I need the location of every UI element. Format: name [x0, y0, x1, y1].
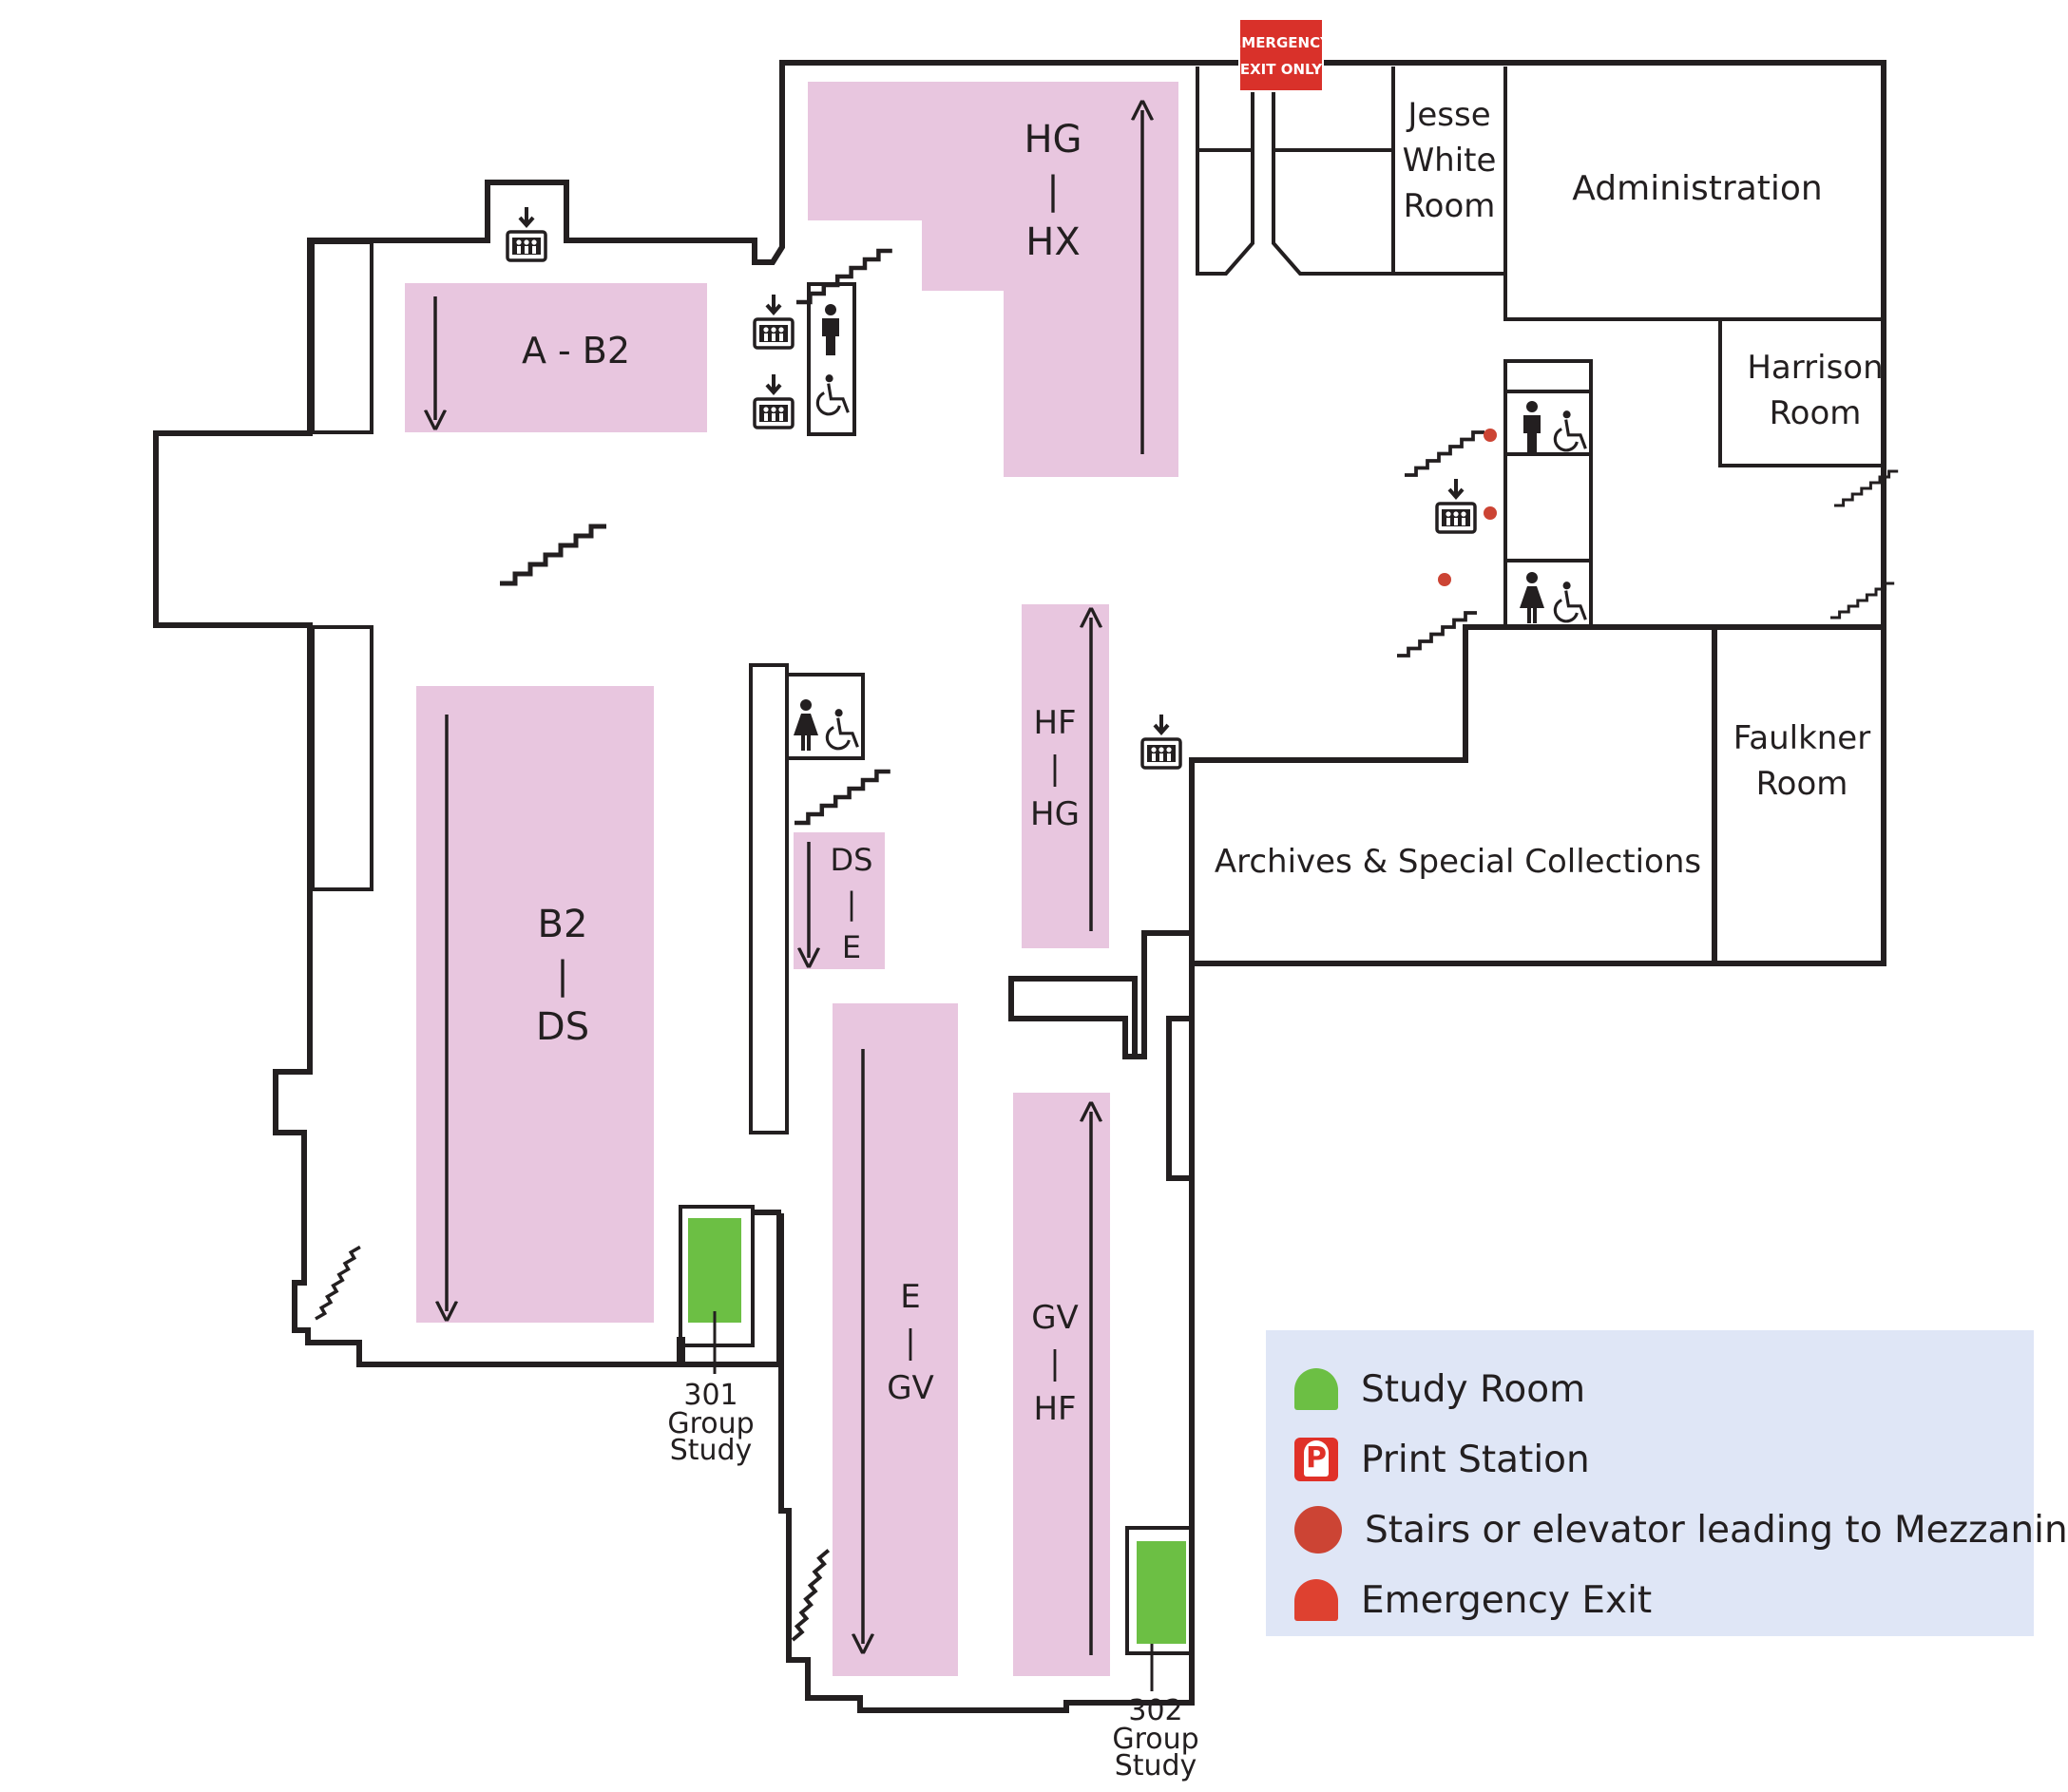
stairs-icon — [294, 1245, 382, 1321]
room-jesse-white-line1[interactable]: Jesse — [1406, 96, 1490, 134]
stack-label-hf-hg-bar: | — [1049, 750, 1060, 788]
room-harrison-line1[interactable]: Harrison — [1747, 349, 1883, 387]
study-301-line3: Study — [670, 1434, 753, 1467]
study-rooms: 301 Group Study 302 Group Study — [667, 1218, 1199, 1782]
emergency-exit-sign[interactable]: EMERGENCY EXIT ONLY — [1232, 18, 1331, 92]
room-faulkner-line1[interactable]: Faulkner — [1733, 719, 1870, 757]
legend-label: Stairs or elevator leading to Mezzanine — [1365, 1508, 2068, 1552]
direction-arrows — [435, 110, 1142, 1655]
stack-label-ds-e-bar: | — [847, 886, 857, 922]
map-legend: Study Room Print Station Stairs or eleva… — [1266, 1330, 2068, 1636]
stairs-icon — [500, 526, 606, 583]
womens-restroom-icon — [794, 699, 818, 751]
stairs-icon — [1403, 430, 1486, 477]
stack-hg-hx — [808, 82, 1178, 477]
elevator-icon — [1140, 713, 1182, 770]
stack-label-a-b2: A - B2 — [522, 330, 630, 372]
mezzanine-dot-icon — [1484, 429, 1497, 442]
stack-label-b2-ds-bar: | — [556, 954, 568, 998]
stack-label-b2-ds-bottom: DS — [536, 1005, 589, 1049]
stack-label-e-gv-bottom: GV — [887, 1369, 934, 1407]
room-labels: Jesse White Room Administration Harrison… — [1215, 96, 1884, 881]
room-faulkner-line2[interactable]: Room — [1756, 765, 1848, 803]
legend-label: Print Station — [1361, 1438, 1590, 1481]
legend-label: Emergency Exit — [1361, 1578, 1653, 1622]
stack-label-gv-hf-bar: | — [1049, 1344, 1060, 1382]
stack-b2-ds — [416, 686, 654, 1323]
room-administration[interactable]: Administration — [1572, 169, 1822, 208]
elevator-icon — [1435, 477, 1477, 534]
mezzanine-dot-icon — [1438, 573, 1451, 586]
stack-a-b2 — [405, 283, 707, 432]
stack-label-gv-hf-bottom: HF — [1033, 1390, 1076, 1428]
elevator-icon — [506, 205, 547, 262]
legend-item-emergency-exit: Emergency Exit — [1294, 1573, 1652, 1627]
building-walls — [153, 60, 1886, 1713]
stack-label-hf-hg-bottom: HG — [1030, 795, 1080, 833]
emergency-exit-line2: EXIT ONLY — [1240, 61, 1323, 78]
stairs-icon — [795, 772, 890, 823]
mens-restroom-icon — [1523, 401, 1541, 452]
stack-e-gv — [833, 1003, 958, 1676]
stack-label-hg-hx-bottom: HX — [1025, 220, 1080, 264]
room-jesse-white-line3[interactable]: Room — [1404, 187, 1496, 225]
study-room-302[interactable] — [1137, 1541, 1186, 1644]
study-301-number: 301 — [683, 1379, 737, 1412]
elevator-icon — [753, 293, 795, 350]
elevator-icon — [753, 372, 795, 429]
stack-label-e-gv-bar: | — [905, 1324, 915, 1362]
stairs-icon — [1832, 469, 1900, 507]
stack-label-ds-e-top: DS — [831, 842, 873, 878]
stack-label-b2-ds-top: B2 — [538, 903, 588, 946]
stack-labels: A - B2 B2 | DS HG | HX HF | HG DS | E E … — [522, 118, 1082, 1428]
mens-restroom-icon — [822, 304, 839, 355]
accessible-icon — [815, 372, 850, 416]
room-archives[interactable]: Archives & Special Collections — [1215, 843, 1701, 881]
stairs-icon — [796, 251, 892, 302]
legend-item-study-room: Study Room — [1294, 1363, 1585, 1416]
room-harrison-line2[interactable]: Room — [1770, 394, 1862, 432]
stack-label-e-gv-top: E — [900, 1278, 920, 1316]
stacks — [405, 82, 1178, 1676]
study-302-line3: Study — [1115, 1749, 1197, 1782]
print-station-icon — [1294, 1438, 1338, 1481]
stack-label-hg-hx-top: HG — [1024, 118, 1082, 162]
study-302-number: 302 — [1128, 1694, 1182, 1727]
room-jesse-white-line2[interactable]: White — [1403, 142, 1497, 180]
emergency-exit-line1: EMERGENCY — [1232, 34, 1331, 51]
mezzanine-dot-icon — [1484, 506, 1497, 520]
mezzanine-dot-icon — [1294, 1506, 1342, 1554]
stack-label-ds-e-bottom: E — [842, 929, 861, 965]
study-301-line2: Group — [667, 1407, 754, 1440]
accessible-icon — [1553, 580, 1587, 623]
accessible-icon — [825, 707, 859, 751]
stack-label-gv-hf-top: GV — [1031, 1299, 1079, 1337]
legend-item-mezzanine: Stairs or elevator leading to Mezzanine — [1294, 1503, 2068, 1556]
stack-label-hg-hx-bar: | — [1046, 169, 1059, 213]
womens-restroom-icon — [1520, 572, 1544, 623]
study-room-301[interactable] — [688, 1218, 741, 1323]
accessible-icon — [1553, 409, 1587, 452]
stack-gv-hf — [1013, 1093, 1110, 1676]
legend-label: Study Room — [1361, 1367, 1586, 1411]
stack-label-hf-hg-top: HF — [1033, 704, 1076, 742]
mezzanine-markers — [1438, 429, 1497, 586]
study-room-icon — [1294, 1368, 1338, 1410]
legend-item-print-station: Print Station — [1294, 1433, 1590, 1486]
stack-hf-hg — [1022, 604, 1109, 948]
study-302-line2: Group — [1112, 1723, 1198, 1756]
emergency-exit-icon — [1294, 1579, 1338, 1621]
